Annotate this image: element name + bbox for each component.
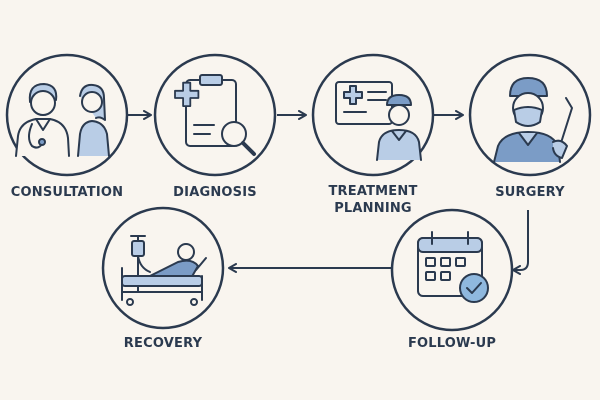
step-label-follow-up: FOLLOW-UP — [407, 336, 497, 351]
recovery-circle — [101, 206, 225, 330]
step-consultation — [5, 53, 129, 177]
step-follow-up — [390, 208, 514, 332]
step-surgery — [468, 53, 592, 177]
calendar-check-icon — [417, 231, 489, 303]
step-label-diagnosis: DIAGNOSIS — [173, 185, 257, 200]
step-label-recovery: RECOVERY — [123, 336, 203, 351]
doctor-patient-icon — [15, 83, 110, 157]
step-label-treatment-line-1: TREATMENT — [328, 184, 418, 199]
step-label-surgery: SURGERY — [495, 185, 565, 200]
step-recovery — [101, 206, 225, 330]
step-label-treatment-planning: TREATMENT PLANNING — [308, 183, 438, 217]
doctor-chart-icon — [335, 81, 422, 161]
step-label-treatment-line-2: PLANNING — [334, 201, 412, 216]
step-treatment-planning — [311, 53, 435, 177]
step-label-consultation: CONSULTATION — [10, 185, 124, 200]
hospital-bed-icon — [121, 235, 207, 306]
clipboard-magnifier-icon — [174, 74, 256, 156]
step-diagnosis — [153, 53, 277, 177]
surgeon-scalpel-icon — [493, 77, 573, 163]
arrow-surgery-to-follow-up — [512, 210, 529, 275]
